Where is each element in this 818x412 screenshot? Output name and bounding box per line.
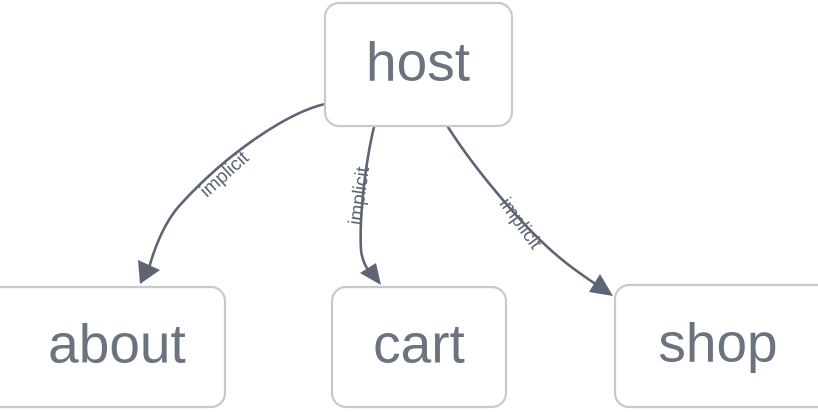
edge-host-about-label: implicit	[196, 147, 254, 202]
node-cart-box	[330, 285, 508, 409]
node-shop-box	[613, 283, 818, 409]
edge-host-cart[interactable]: implicit	[345, 125, 381, 285]
edge-host-cart-path	[359, 125, 376, 276]
edge-host-shop-path	[446, 125, 599, 287]
edge-host-about[interactable]: implicit	[138, 102, 327, 284]
edge-host-shop-arrowhead	[589, 274, 613, 296]
edge-host-cart-label: implicit	[345, 165, 374, 226]
node-host-label: host	[366, 31, 470, 93]
edge-host-about-arrowhead	[138, 260, 160, 284]
node-cart[interactable]: cart	[330, 285, 508, 409]
node-cart-label: cart	[373, 313, 465, 375]
edge-host-shop[interactable]: implicit	[446, 125, 613, 296]
node-shop[interactable]: shop	[613, 283, 818, 409]
edge-host-cart-arrowhead	[360, 263, 381, 285]
node-about[interactable]: about	[0, 285, 227, 409]
node-shop-label: shop	[658, 312, 777, 374]
edge-host-about-path	[146, 102, 327, 274]
node-host[interactable]: host	[323, 1, 514, 128]
node-about-box	[0, 285, 227, 409]
node-about-label: about	[48, 313, 186, 375]
node-host-box	[323, 1, 514, 128]
edge-host-shop-label: implicit	[495, 194, 547, 254]
edges-layer: implicit implicit implicit	[138, 102, 613, 296]
